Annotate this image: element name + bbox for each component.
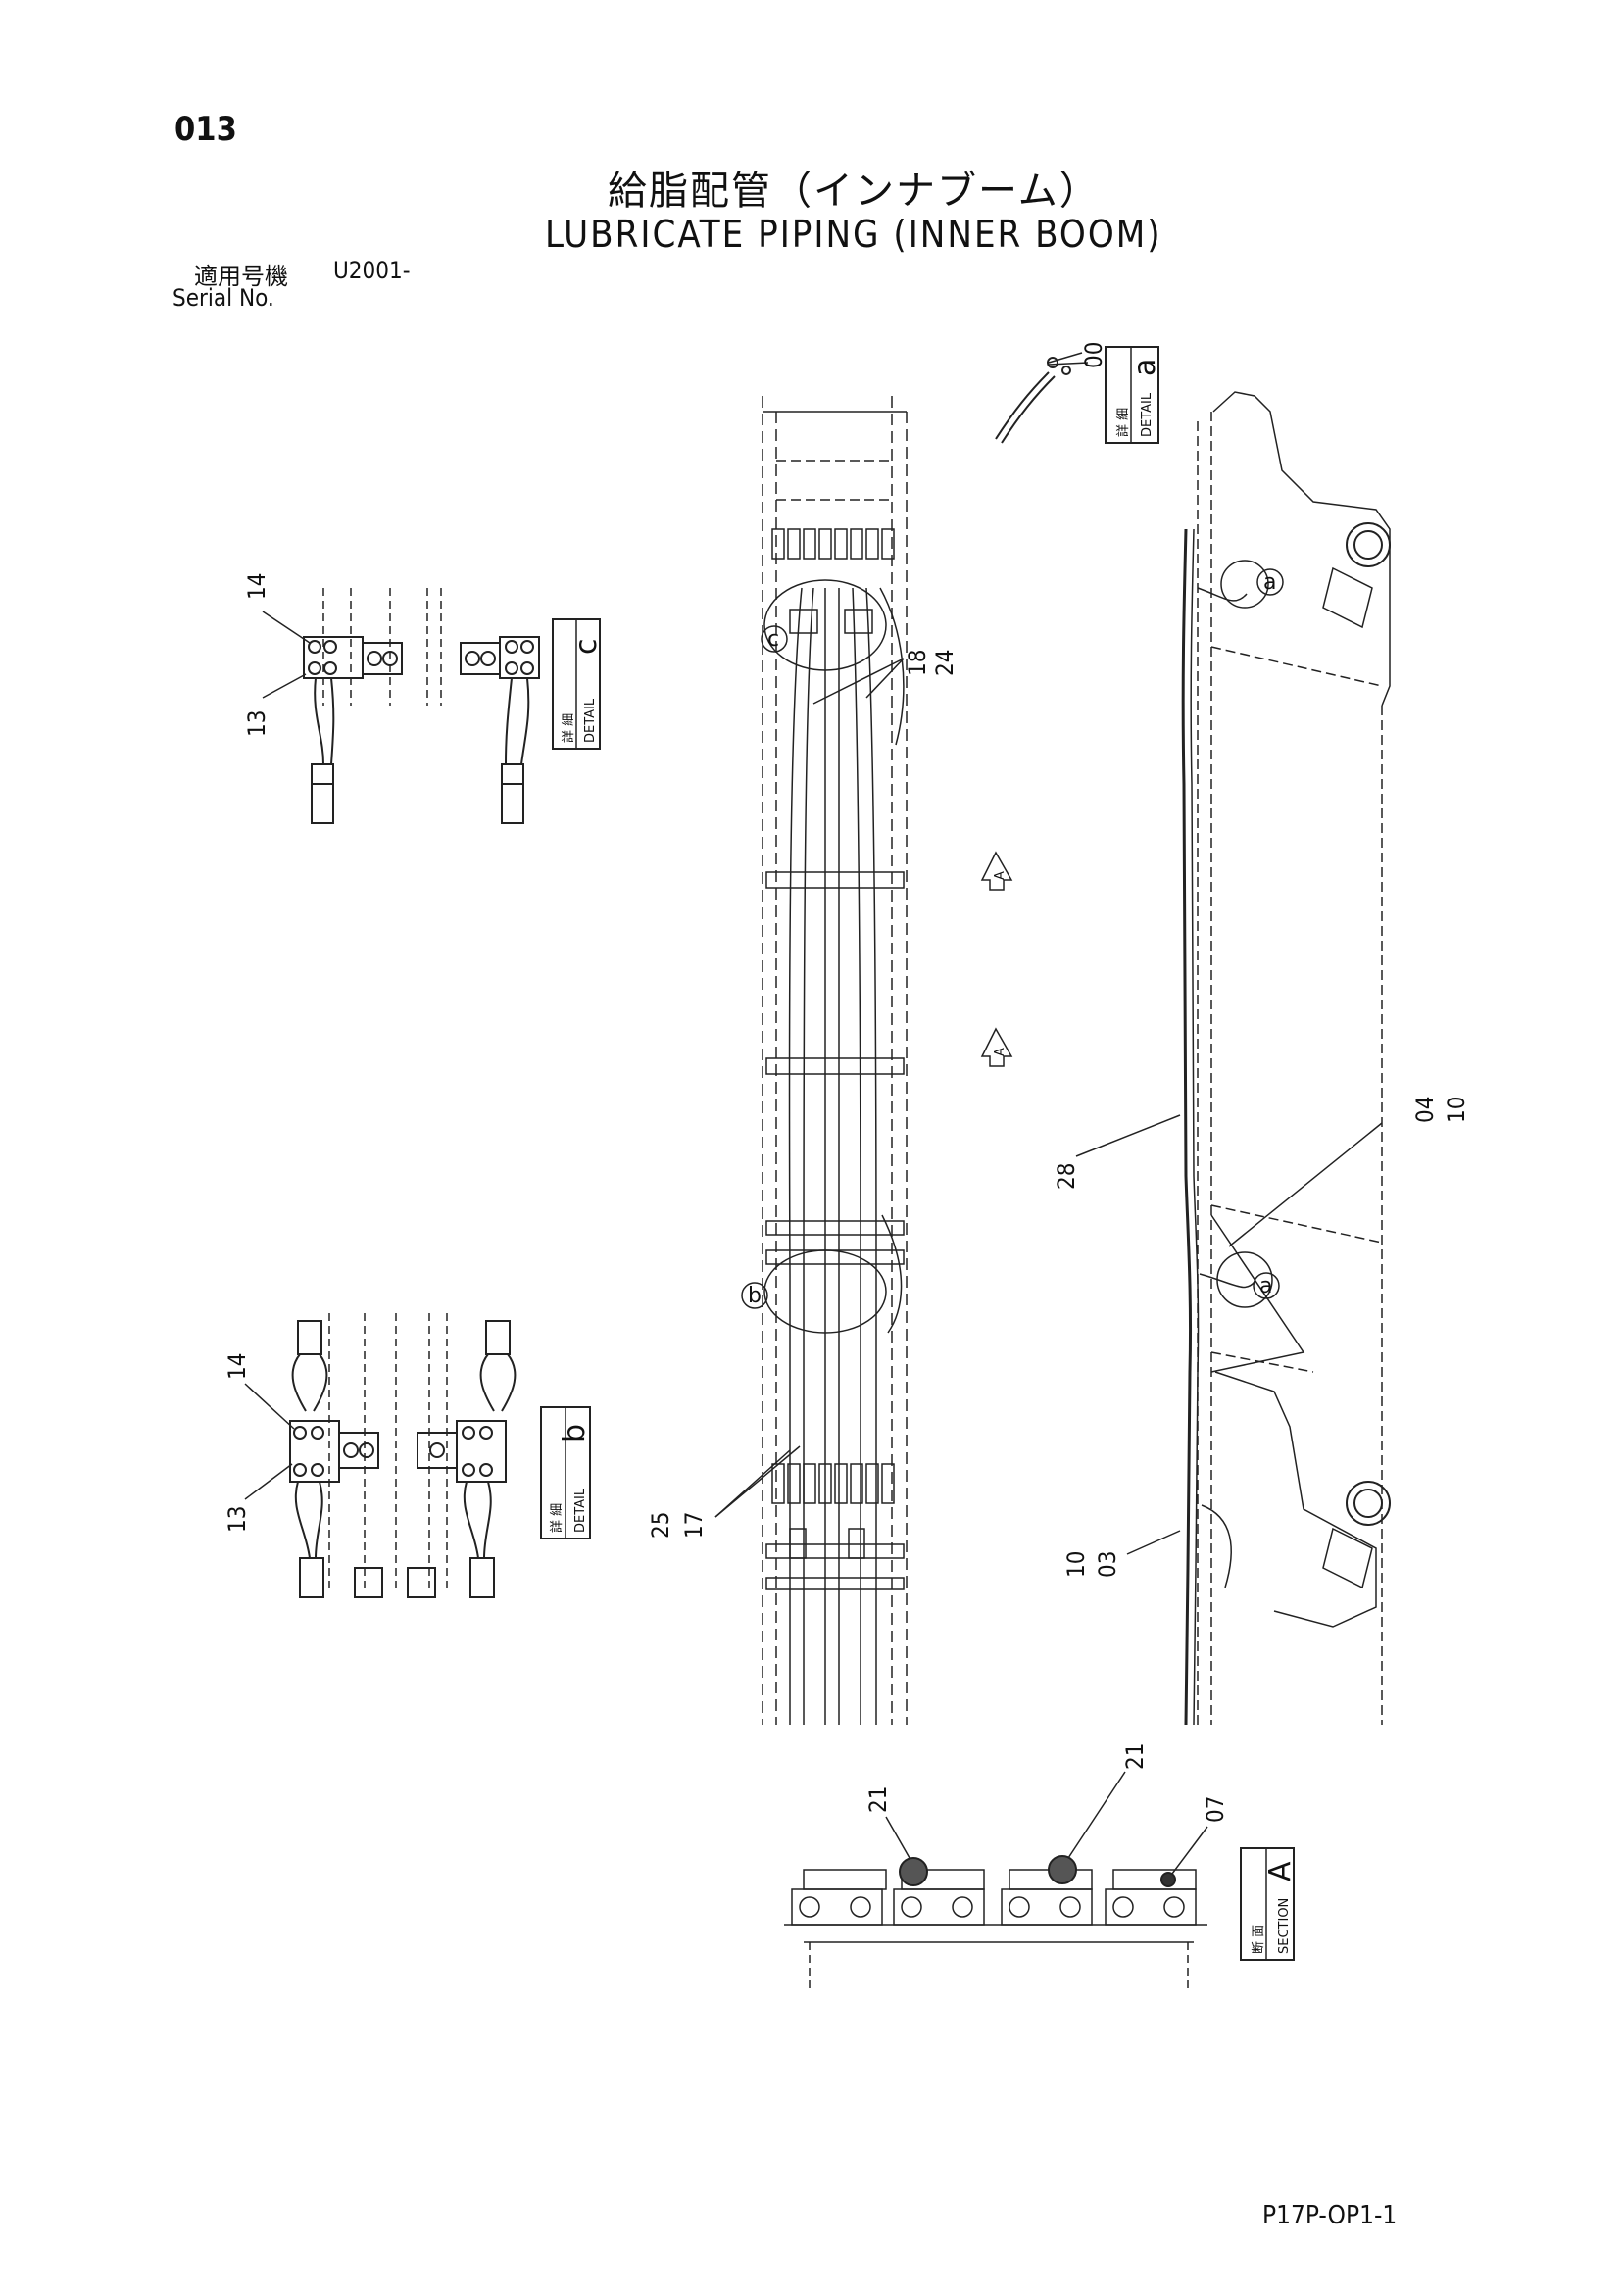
detail-c-label-jp: 詳 細 [561, 713, 576, 743]
callout-10-upper: 10 [1443, 1097, 1470, 1123]
detail-c-circle-label: c [767, 627, 779, 652]
detail-a-circle-label-lower: a [1259, 1274, 1272, 1298]
detail-b-view [244, 1313, 591, 1598]
callout-17: 17 [680, 1512, 708, 1539]
detail-b-label-jp: 詳 細 [549, 1503, 565, 1533]
section-arrow-a-2: A [993, 1048, 1008, 1056]
callout-14-detail-c: 14 [243, 573, 271, 600]
callout-24: 24 [931, 650, 959, 676]
callout-28: 28 [1053, 1163, 1080, 1190]
detail-b-letter: b [558, 1424, 592, 1442]
callout-00-detail-a: 00 [1080, 342, 1107, 368]
callout-13-detail-c: 13 [243, 710, 271, 737]
callout-25: 25 [647, 1512, 674, 1539]
title-japanese: 給脂配管（インナブーム） [608, 169, 1101, 214]
detail-a-letter: a [1128, 359, 1162, 376]
detail-b-circle-label: b [748, 1284, 762, 1308]
callout-21-left: 21 [864, 1786, 892, 1813]
callout-10-lower: 10 [1062, 1551, 1090, 1578]
section-a-letter: A [1263, 1861, 1298, 1881]
callout-18: 18 [904, 650, 931, 676]
detail-c-label-en: DETAIL [583, 698, 598, 743]
section-arrow-a-1: A [993, 871, 1008, 880]
boom-side-view [1075, 391, 1391, 1726]
callout-03: 03 [1094, 1551, 1121, 1578]
detail-b-label-en: DETAIL [573, 1488, 588, 1533]
section-a-label-jp: 断 面 [1252, 1925, 1266, 1954]
detail-a-view [995, 346, 1159, 444]
callout-07: 07 [1202, 1796, 1229, 1823]
callout-04: 04 [1411, 1097, 1439, 1123]
detail-c-view [262, 588, 601, 824]
detail-c-letter: c [569, 639, 604, 656]
detail-a-label-jp: 詳 細 [1115, 408, 1131, 437]
boom-top-view [714, 396, 1013, 1725]
detail-a-circle-label-upper: a [1263, 570, 1276, 595]
page-number: 013 [174, 110, 237, 149]
detail-a-label-en: DETAIL [1140, 392, 1155, 437]
section-a-label-en: SECTION [1277, 1898, 1292, 1954]
callout-13-detail-b: 13 [223, 1506, 251, 1533]
serial-label-japanese: 適用号機 [194, 263, 288, 290]
serial-label-english: Serial No. [172, 284, 274, 312]
title-english: LUBRICATE PIPING (INNER BOOM) [545, 213, 1162, 256]
section-a-view [784, 1771, 1295, 1989]
drawing-code: P17P-OP1-1 [1262, 2201, 1398, 2230]
serial-value: U2001- [333, 257, 411, 284]
callout-21-right: 21 [1121, 1743, 1149, 1770]
callout-14-detail-b: 14 [223, 1353, 251, 1380]
